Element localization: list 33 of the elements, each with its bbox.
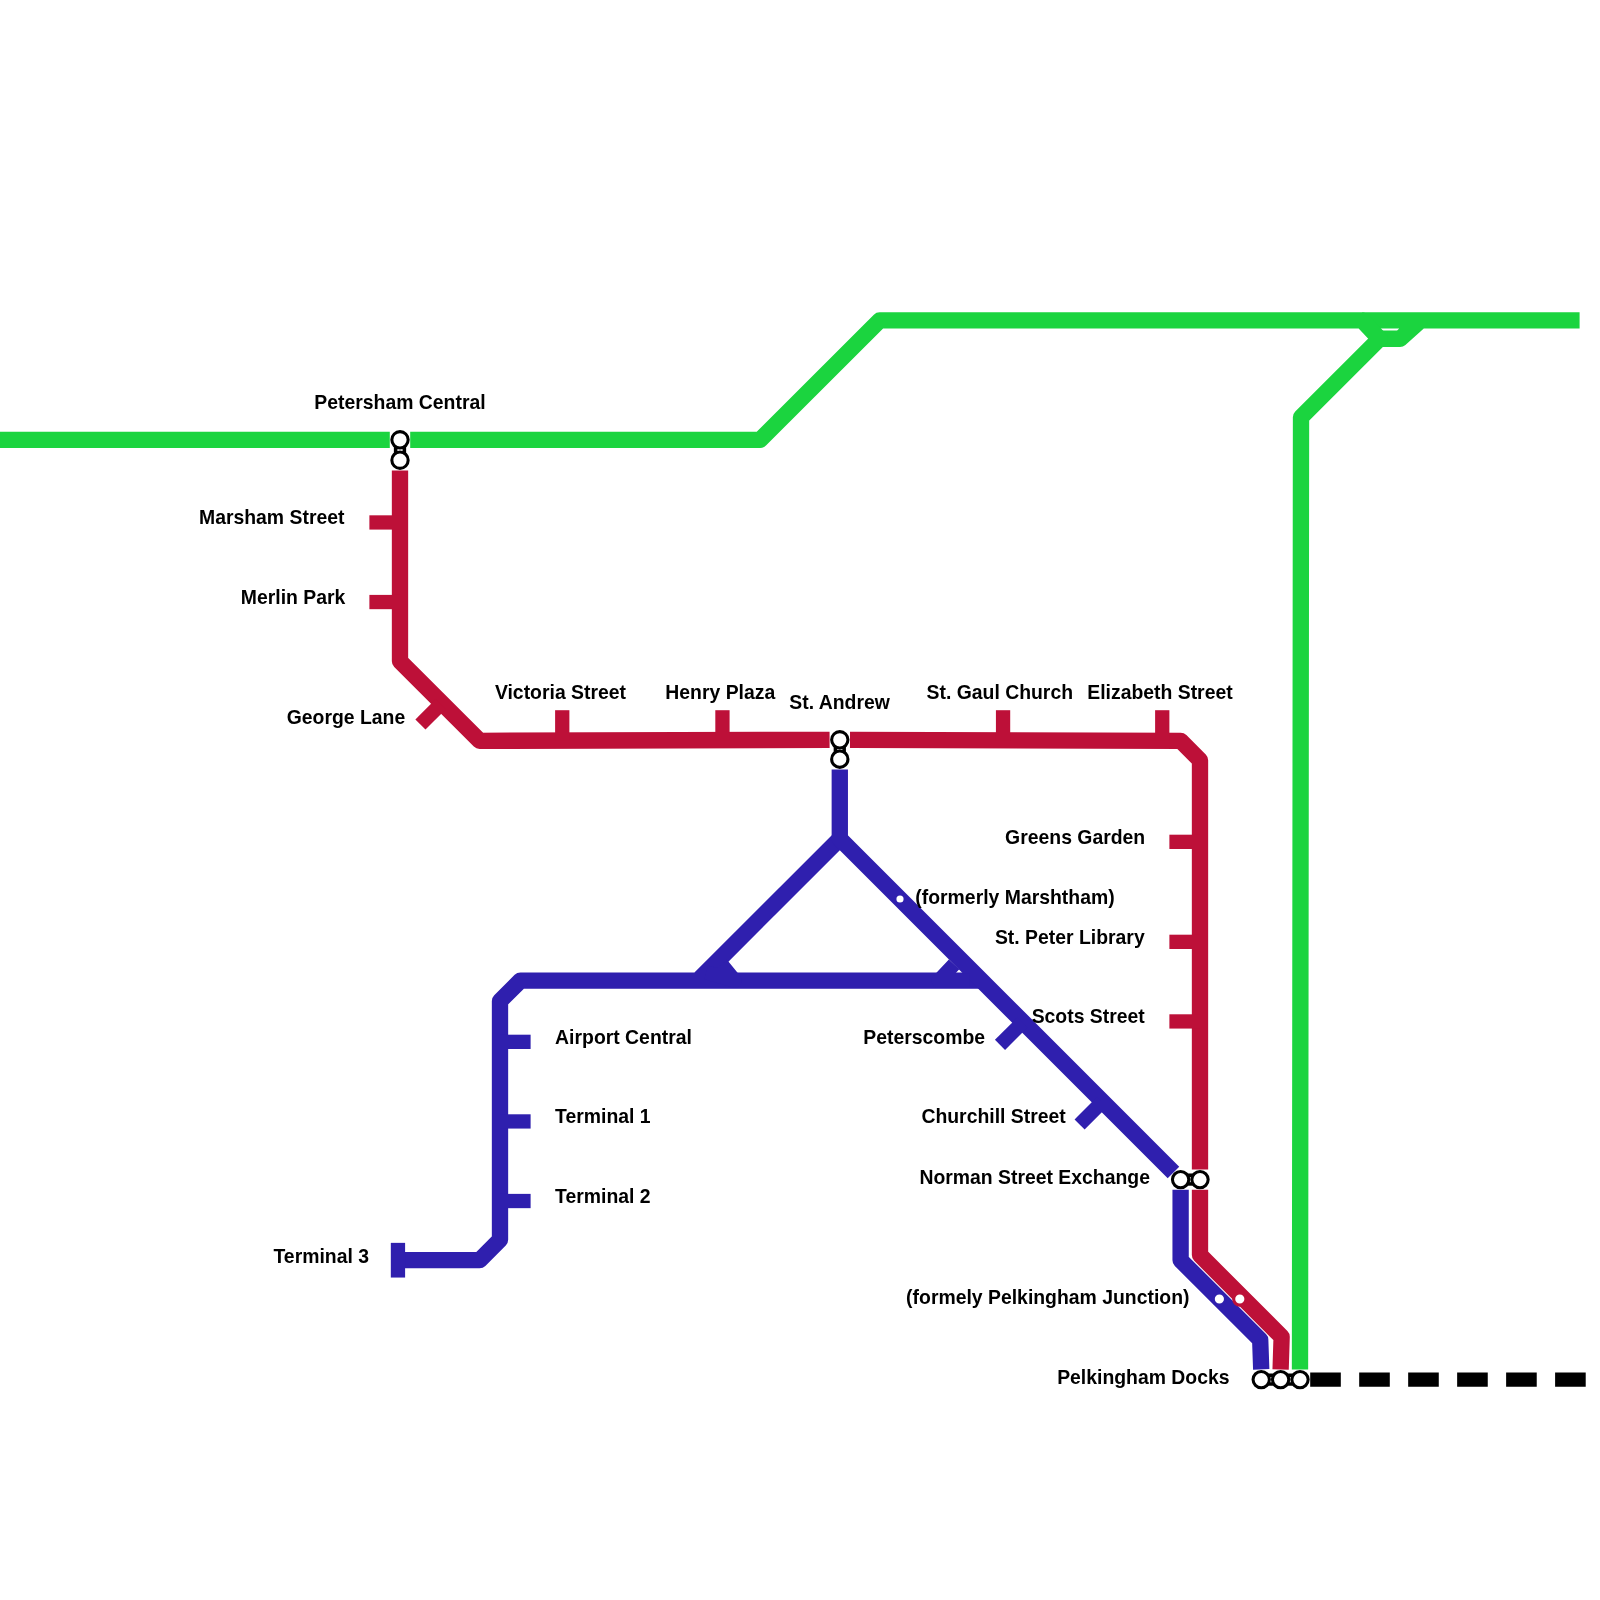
station-label: Henry Plaza (665, 681, 776, 705)
station-label: St. Peter Library (994, 926, 1145, 949)
station-label: (formely Pelkingham Junction) (906, 1286, 1190, 1310)
interchange-marker (1170, 1169, 1210, 1190)
station-label: St. Andrew (789, 691, 890, 715)
station-label: Scots Street (1031, 1006, 1145, 1029)
station-label: Petersham Central (314, 391, 486, 415)
interchange-marker (1251, 1369, 1310, 1390)
station-label: Merlin Park (240, 586, 346, 610)
station-label: Victoria Street (494, 681, 626, 705)
interchange-marker (390, 430, 410, 470)
station-label: Terminal 1 (555, 1106, 651, 1129)
interchange-marker (830, 730, 850, 769)
station-label: Peterscombe (863, 1026, 986, 1049)
dashed-line (1310, 1372, 1588, 1387)
station-label: Norman Street Exchange (919, 1166, 1150, 1189)
station-label: Pelkingham Docks (1057, 1366, 1230, 1389)
rail-line (1191, 1189, 1290, 1370)
station-label: Greens Garden (1005, 826, 1146, 849)
station-label: George Lane (286, 707, 406, 730)
rail-line (0, 431, 390, 448)
station-label: Terminal 3 (273, 1245, 369, 1269)
station-label: (formerly Marshtham) (915, 886, 1115, 910)
station-label: Elizabeth Street (1087, 681, 1233, 705)
station-label: Terminal 2 (555, 1185, 651, 1209)
rail-line (849, 731, 1209, 1170)
station-label: Churchill Street (921, 1106, 1066, 1129)
station-label: Airport Central (555, 1026, 692, 1049)
rail-line (391, 470, 830, 749)
station-label: St. Gaul Church (926, 681, 1074, 705)
rail-line (1172, 1189, 1270, 1370)
station-label: Marsham Street (199, 507, 345, 530)
rail-line (831, 769, 1180, 1179)
